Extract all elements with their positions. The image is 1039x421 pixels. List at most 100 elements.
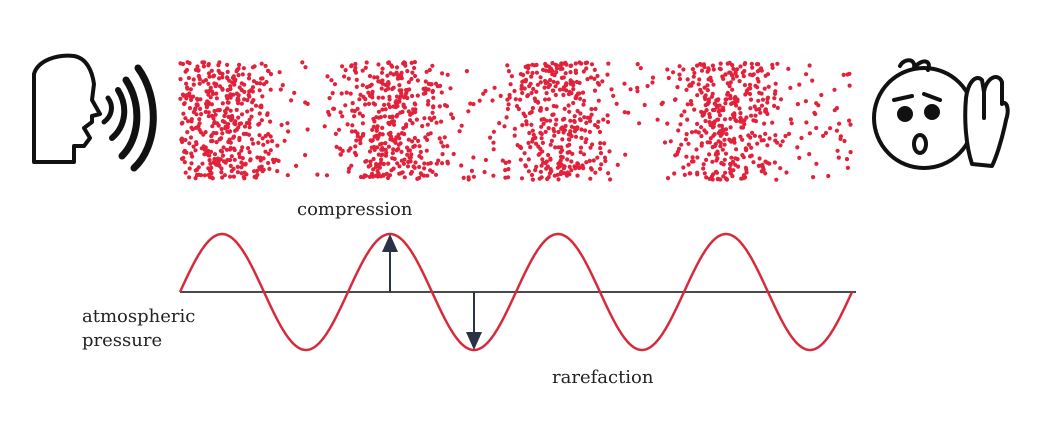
air-particle xyxy=(190,154,195,159)
air-particle xyxy=(762,86,767,91)
air-particle xyxy=(223,160,228,165)
air-particle xyxy=(718,61,723,66)
air-particle xyxy=(242,82,247,87)
air-particle xyxy=(690,155,695,160)
air-particle xyxy=(395,100,400,105)
air-particle xyxy=(354,138,359,143)
air-particle xyxy=(582,115,587,120)
air-particle xyxy=(362,173,367,178)
air-particle xyxy=(276,158,281,163)
air-particle xyxy=(411,144,416,149)
air-particle xyxy=(538,106,544,111)
air-particle xyxy=(573,68,578,73)
air-particle xyxy=(191,94,196,99)
air-particle xyxy=(421,91,426,96)
air-particle xyxy=(702,171,707,176)
air-particle xyxy=(378,142,383,147)
air-particle xyxy=(740,70,745,75)
air-particle xyxy=(520,123,525,128)
air-particle xyxy=(386,60,392,65)
air-particle xyxy=(589,62,595,67)
air-particle xyxy=(705,101,710,106)
air-particle xyxy=(546,175,551,180)
air-particle xyxy=(255,172,260,177)
air-particle xyxy=(228,86,233,92)
air-particle xyxy=(379,157,384,162)
air-particle xyxy=(596,119,601,124)
air-particle xyxy=(523,77,529,82)
air-particle xyxy=(231,166,236,171)
air-particle xyxy=(572,118,577,124)
air-particle xyxy=(203,130,208,135)
air-particle xyxy=(732,113,737,118)
air-particle xyxy=(257,111,262,116)
air-particle xyxy=(201,64,206,69)
air-particle xyxy=(327,112,332,117)
air-particle xyxy=(242,124,248,129)
air-particle xyxy=(471,155,476,160)
air-particle xyxy=(236,101,241,106)
air-particle xyxy=(689,130,695,135)
air-particle xyxy=(483,88,488,94)
air-particle xyxy=(553,122,558,127)
air-particle xyxy=(250,65,255,70)
air-particle xyxy=(535,82,541,87)
air-particle xyxy=(655,117,660,122)
air-particle xyxy=(289,98,294,103)
air-particle xyxy=(345,122,350,127)
air-particle xyxy=(423,79,428,84)
air-particle xyxy=(587,129,593,134)
air-particle xyxy=(399,149,404,154)
air-particle xyxy=(244,120,250,126)
air-particle xyxy=(209,133,214,138)
air-particle xyxy=(797,82,802,87)
air-particle xyxy=(445,159,450,164)
air-particle xyxy=(187,166,192,171)
air-particle xyxy=(665,121,670,126)
air-particle xyxy=(183,170,188,175)
air-particle xyxy=(234,91,239,96)
air-particle xyxy=(237,62,242,67)
air-particle xyxy=(409,76,414,82)
air-particle xyxy=(548,157,553,162)
air-particle xyxy=(425,102,431,107)
air-particle xyxy=(194,102,199,107)
air-particle xyxy=(390,151,395,156)
air-particle xyxy=(553,145,558,150)
air-particle xyxy=(412,101,417,106)
air-particle xyxy=(797,155,802,160)
air-particle xyxy=(765,95,771,100)
air-particle xyxy=(219,127,224,132)
air-particle xyxy=(241,66,246,71)
air-particle xyxy=(366,90,371,95)
air-particle xyxy=(528,145,533,150)
air-particle xyxy=(807,131,813,136)
air-particle xyxy=(209,171,214,176)
air-particle xyxy=(598,151,604,156)
air-particle xyxy=(563,60,568,65)
air-particle xyxy=(391,147,396,152)
air-particle xyxy=(226,114,231,119)
air-particle xyxy=(367,174,372,179)
air-particle xyxy=(267,166,272,171)
air-particle xyxy=(444,104,450,109)
air-particle xyxy=(573,166,578,171)
air-particle xyxy=(749,61,754,66)
air-particle xyxy=(384,153,389,158)
air-particle xyxy=(786,66,791,71)
air-particle xyxy=(759,103,765,108)
air-particle xyxy=(367,74,373,79)
air-particle xyxy=(406,137,411,142)
air-particle xyxy=(722,117,728,122)
air-particle xyxy=(380,78,385,83)
air-particle xyxy=(407,148,412,153)
air-particle xyxy=(563,83,569,88)
air-particle xyxy=(530,70,535,76)
air-particle xyxy=(220,131,225,136)
air-particle xyxy=(178,77,183,82)
air-particle xyxy=(577,60,582,65)
air-particle xyxy=(803,99,809,104)
air-particle xyxy=(814,125,819,131)
air-particle xyxy=(677,72,682,77)
air-particle xyxy=(679,142,684,147)
